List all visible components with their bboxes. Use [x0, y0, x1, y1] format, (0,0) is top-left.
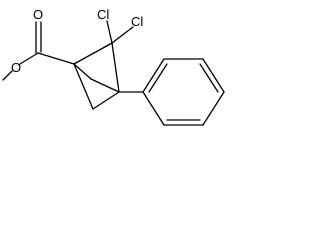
bicyclobutane-cage [73, 42, 120, 110]
bond-carbon-to-chlorine-right [111, 26, 134, 44]
ring-bond-1-inner [148, 63, 168, 93]
atom-label-ester-oxygen: O [11, 60, 21, 75]
bond-bridgehead-front-b [90, 78, 120, 93]
bond-bridgehead-back-b [92, 91, 120, 110]
ring-bond-1 [142, 58, 165, 93]
chlorine-substituents [106, 20, 134, 44]
atom-label-carbonyl-oxygen: O [33, 7, 43, 22]
bond-bridgehead-front-a [73, 63, 92, 80]
ring-bond-4 [202, 91, 225, 126]
ring-bond-3 [202, 58, 225, 93]
ring-bond-6 [142, 91, 165, 126]
atom-label-chlorine-right: Cl [131, 14, 143, 29]
ring-bond-3-inner [199, 63, 219, 93]
atom-labels: O O Cl Cl [11, 7, 143, 75]
phenyl-ring [118, 58, 225, 126]
bond-bridgehead-back-a [73, 63, 94, 110]
bond-ester-oxygen-to-methyl [2, 70, 13, 81]
chemical-structure: O O Cl Cl [2, 7, 225, 126]
atom-label-chlorine-left: Cl [97, 7, 109, 22]
ester-group [2, 21, 75, 81]
bond-bridgehead-to-carbonyl-carbon [37, 52, 75, 65]
bond-carbon-to-chlorine-left [106, 20, 113, 44]
bond-carbonyl-to-ester-oxygen [19, 52, 39, 65]
bond-bridgehead-to-dichloro-carbon [73, 42, 113, 65]
bond-dichloro-carbon-to-bridgehead-right [111, 42, 120, 93]
